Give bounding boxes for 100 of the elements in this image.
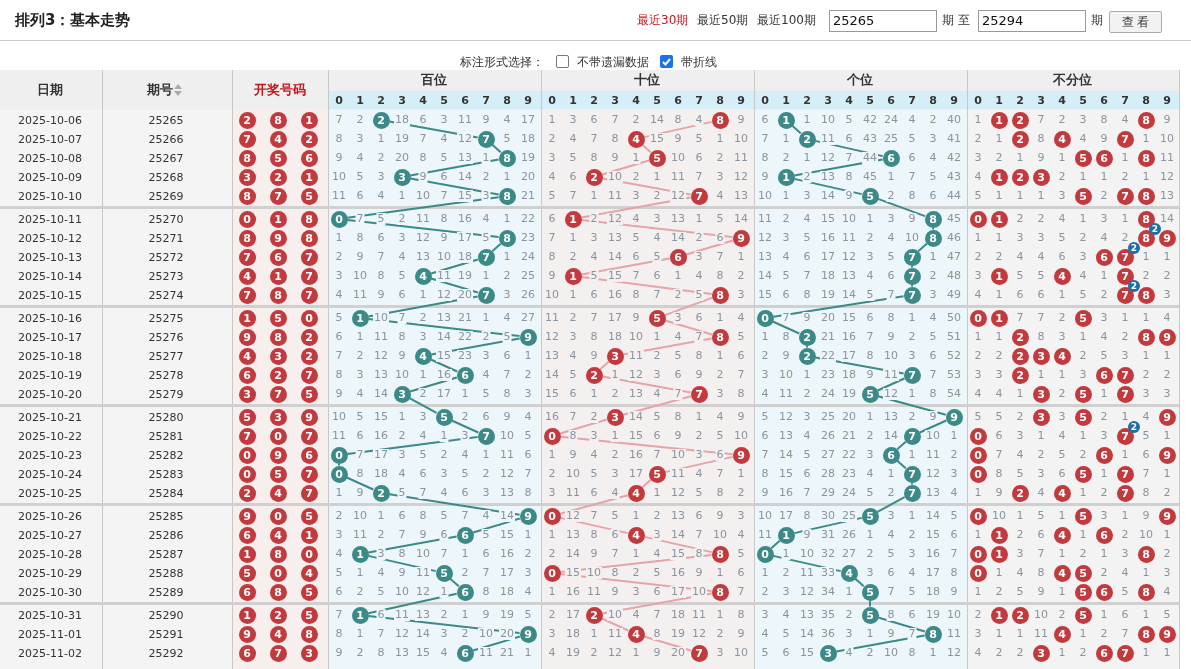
missing-count: 7 (694, 529, 704, 541)
date-text: 2025-10-16 (18, 311, 82, 325)
missing-count: 6 (886, 567, 896, 579)
missing-count: 12 (925, 468, 941, 480)
missing-count: 11 (373, 331, 389, 343)
missing-count: 13 (415, 251, 431, 263)
missing-count: 5 (736, 331, 746, 343)
missing-count: 8 (886, 609, 896, 621)
missing-count: 2 (673, 289, 683, 301)
missing-count: 41 (946, 133, 962, 145)
trend-line (806, 344, 808, 349)
missing-count: 4 (760, 388, 770, 400)
missing-count: 4 (1057, 213, 1067, 225)
missing-count: 2 (1162, 369, 1172, 381)
missing-count: 51 (946, 331, 962, 343)
missing-count: 1 (1036, 190, 1046, 202)
missing-count: 11 (544, 312, 560, 324)
missing-count: 1 (886, 171, 896, 183)
date-text: 2025-10-21 (18, 410, 82, 424)
trend-line (622, 337, 713, 356)
missing-count: 13 (733, 190, 749, 202)
missing-count: 1 (1057, 510, 1067, 522)
missing-count: 5 (1036, 270, 1046, 282)
column-heading: 开奖号码 (254, 81, 306, 99)
missing-count: 4 (973, 388, 983, 400)
missing-count: 2 (865, 548, 875, 560)
missing-count: 2 (907, 529, 917, 541)
trend-line (911, 481, 913, 486)
column-heading: 期号 (147, 81, 173, 99)
column-heading: 十位 (633, 71, 660, 89)
missing-count: 1 (397, 190, 407, 202)
missing-count: 45 (862, 171, 878, 183)
missing-count: 6 (736, 567, 746, 579)
missing-count: 12 (883, 388, 899, 400)
missing-count: 8 (418, 510, 428, 522)
missing-count: 3 (1099, 430, 1109, 442)
missing-count: 14 (925, 510, 941, 522)
missing-count: 27 (520, 312, 536, 324)
missing-count: 18 (565, 628, 581, 640)
missing-count: 14 (1159, 213, 1175, 225)
missing-count: 2 (928, 270, 938, 282)
missing-count: 1 (1162, 350, 1172, 362)
missing-count: 20 (394, 152, 410, 164)
missing-count: 3 (1078, 369, 1088, 381)
missing-count: 1 (1078, 331, 1088, 343)
missing-count: 4 (502, 114, 512, 126)
digit-heading: 3 (398, 93, 406, 107)
date-text: 2025-10-18 (18, 349, 82, 363)
missing-count: 25 (820, 411, 836, 423)
missing-count: 5 (355, 171, 365, 183)
missing-count: 2 (760, 586, 770, 598)
missing-count: 2 (1141, 270, 1151, 282)
missing-count: 5 (397, 270, 407, 282)
missing-count: 1 (781, 190, 791, 202)
missing-count: 10 (946, 609, 962, 621)
missing-count: 5 (844, 114, 854, 126)
missing-count: 14 (670, 232, 686, 244)
missing-count: 2 (334, 251, 344, 263)
missing-count: 1 (547, 114, 557, 126)
missing-count: 22 (520, 213, 536, 225)
missing-count: 13 (841, 270, 857, 282)
missing-count: 6 (715, 449, 725, 461)
missing-count: 2 (631, 171, 641, 183)
missing-count: 10 (799, 548, 815, 560)
missing-count: 10 (415, 548, 431, 560)
missing-count: 5 (589, 468, 599, 480)
missing-count: 7 (523, 468, 533, 480)
missing-count: 2 (973, 350, 983, 362)
missing-count: 9 (736, 411, 746, 423)
missing-count: 1 (610, 369, 620, 381)
missing-count: 3 (781, 232, 791, 244)
missing-count: 1 (1141, 251, 1151, 263)
trend-line (835, 634, 926, 653)
date-text: 2025-10-10 (18, 189, 82, 203)
missing-count: 2 (1036, 213, 1046, 225)
missing-count: 5 (802, 232, 812, 244)
missing-count: 11 (757, 529, 773, 541)
missing-count: 3 (1015, 232, 1025, 244)
missing-count: 12 (544, 331, 560, 343)
missing-count: 1 (994, 628, 1004, 640)
missing-count: 2 (1057, 312, 1067, 324)
digit-heading: 3 (1037, 93, 1045, 107)
missing-count: 15 (436, 350, 452, 362)
trend-line (917, 242, 928, 253)
digit-heading: 2 (377, 93, 385, 107)
missing-count: 1 (1141, 133, 1151, 145)
missing-count: 4 (715, 190, 725, 202)
digit-heading: 2 (803, 93, 811, 107)
missing-count: 27 (841, 548, 857, 560)
missing-count: 1 (1120, 449, 1130, 461)
missing-count: 2 (547, 133, 557, 145)
missing-count: 14 (883, 430, 899, 442)
period-link: 最近30期 (637, 11, 689, 29)
missing-count: 4 (334, 548, 344, 560)
missing-count: 16 (778, 487, 794, 499)
trend-line (601, 375, 692, 394)
missing-count: 24 (520, 251, 536, 263)
missing-count: 2 (928, 114, 938, 126)
missing-count: 3 (973, 270, 983, 282)
missing-count: 1 (694, 213, 704, 225)
